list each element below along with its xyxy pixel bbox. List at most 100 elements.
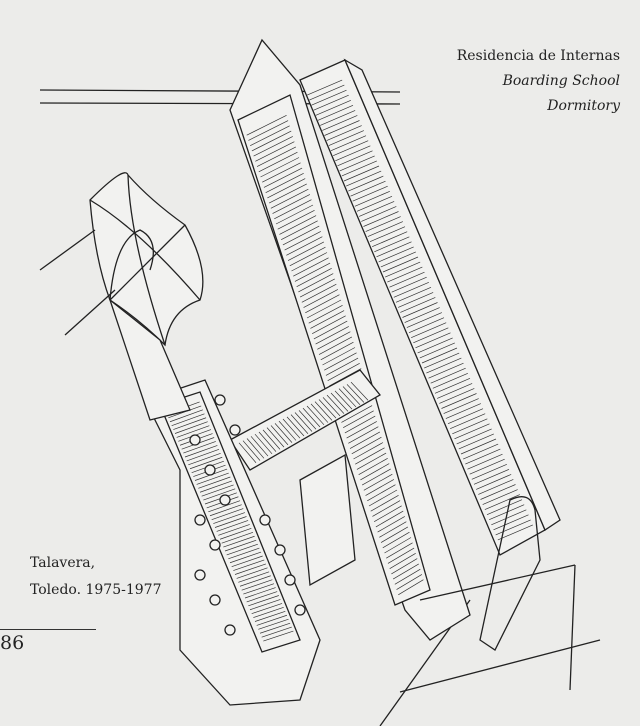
hatch-line <box>199 480 233 493</box>
hatch-line <box>465 448 501 465</box>
hatch-line <box>389 553 416 569</box>
hatch-line <box>480 484 516 500</box>
hatch-line <box>354 190 390 207</box>
hatch-line <box>458 433 494 450</box>
column-circle <box>209 539 221 551</box>
hatch-line <box>341 160 377 177</box>
hatch-line <box>341 405 373 423</box>
hatch-line <box>299 278 335 298</box>
hatch-line <box>214 516 247 528</box>
hatch-line <box>391 276 427 293</box>
hatch-line <box>258 618 289 630</box>
hatch-line <box>234 563 267 575</box>
hatch-line <box>402 302 438 318</box>
hatch-line <box>221 531 254 544</box>
hatch-line <box>328 130 364 146</box>
hatch-line <box>241 579 273 591</box>
hatch-line <box>324 352 357 371</box>
hatch-line <box>318 336 353 355</box>
hatch-line <box>482 489 518 505</box>
hatch-line <box>460 438 497 455</box>
hatch-line <box>263 167 303 188</box>
hatch-line <box>367 484 396 502</box>
hatch-line <box>303 289 339 308</box>
column-circle <box>294 604 306 616</box>
hatch-line <box>361 206 397 222</box>
column-circle <box>209 594 221 606</box>
hatch-line <box>353 442 384 460</box>
hatch-line <box>325 357 359 376</box>
caption-english-1: Boarding School <box>502 73 620 89</box>
hatch-line <box>294 412 313 432</box>
hatch-line <box>196 472 229 485</box>
hatch-line <box>239 575 271 587</box>
hatch-line <box>270 188 309 209</box>
hatch-line <box>358 458 388 475</box>
hatch-line <box>169 409 203 423</box>
caption-spanish: Residencia de Internas <box>456 48 620 64</box>
hatch-line <box>387 547 415 564</box>
hatch-line <box>266 427 285 448</box>
hatch-line <box>380 526 409 543</box>
hatch-line <box>486 499 523 515</box>
hatch-line <box>314 401 333 421</box>
hatch-line <box>218 524 250 536</box>
hatch-line <box>262 429 281 450</box>
hatch-line <box>491 509 527 526</box>
hatch-line <box>432 372 468 389</box>
hatch-line <box>387 266 423 283</box>
hatch-line <box>471 463 507 480</box>
project-caption: Residencia de Internas Boarding School D… <box>457 44 620 119</box>
page-number: 86 <box>0 632 25 654</box>
hatch-line <box>415 332 451 349</box>
hatch-line <box>274 423 293 443</box>
column-circle <box>274 544 286 556</box>
hatch-line <box>367 221 403 237</box>
hatch-line <box>254 433 273 455</box>
hatch-line <box>484 494 520 510</box>
hatch-line <box>251 130 292 152</box>
hatch-line <box>391 558 418 575</box>
hatch-line <box>291 252 328 272</box>
hatch-line <box>171 413 205 426</box>
hatch-line <box>322 347 356 366</box>
hatch-line <box>361 468 391 486</box>
hatch-line <box>248 120 289 141</box>
lower-wing <box>144 379 321 706</box>
hatch-line <box>294 262 331 282</box>
hatch-line <box>307 79 343 96</box>
tent-canopy <box>39 172 204 421</box>
hatch-line <box>189 456 223 470</box>
hatch-line <box>386 542 413 559</box>
hatch-line <box>253 607 284 618</box>
hatch-line <box>339 155 375 172</box>
hatch-line <box>305 294 340 314</box>
hatch-line <box>313 94 349 111</box>
hatch-line <box>417 337 453 354</box>
hatch-line <box>352 185 388 202</box>
hatch-line <box>184 445 218 458</box>
hatch-line <box>312 315 346 334</box>
hatch-line <box>369 226 406 242</box>
hatch-line <box>426 357 462 374</box>
hatch-line <box>392 563 419 580</box>
hatch-line <box>286 236 323 256</box>
hatch-line <box>250 125 290 146</box>
hatch-line <box>389 271 425 288</box>
hatch-line <box>411 322 447 339</box>
hatch-line <box>430 367 466 384</box>
hatch-line <box>334 390 353 410</box>
hatch-line <box>326 125 362 141</box>
hatch-line <box>296 268 332 287</box>
hatch-line <box>209 504 242 517</box>
hatch-line <box>372 231 408 248</box>
location-date: Toledo. 1975-1977 <box>30 582 162 598</box>
hatch-line <box>267 178 306 199</box>
hatch-line <box>333 140 369 157</box>
hatch-line <box>246 591 278 603</box>
hatch-line <box>216 520 249 532</box>
hatch-line <box>335 145 371 162</box>
hatch-line <box>434 378 471 394</box>
hatch-line <box>315 99 351 116</box>
hatch-line <box>284 231 321 251</box>
